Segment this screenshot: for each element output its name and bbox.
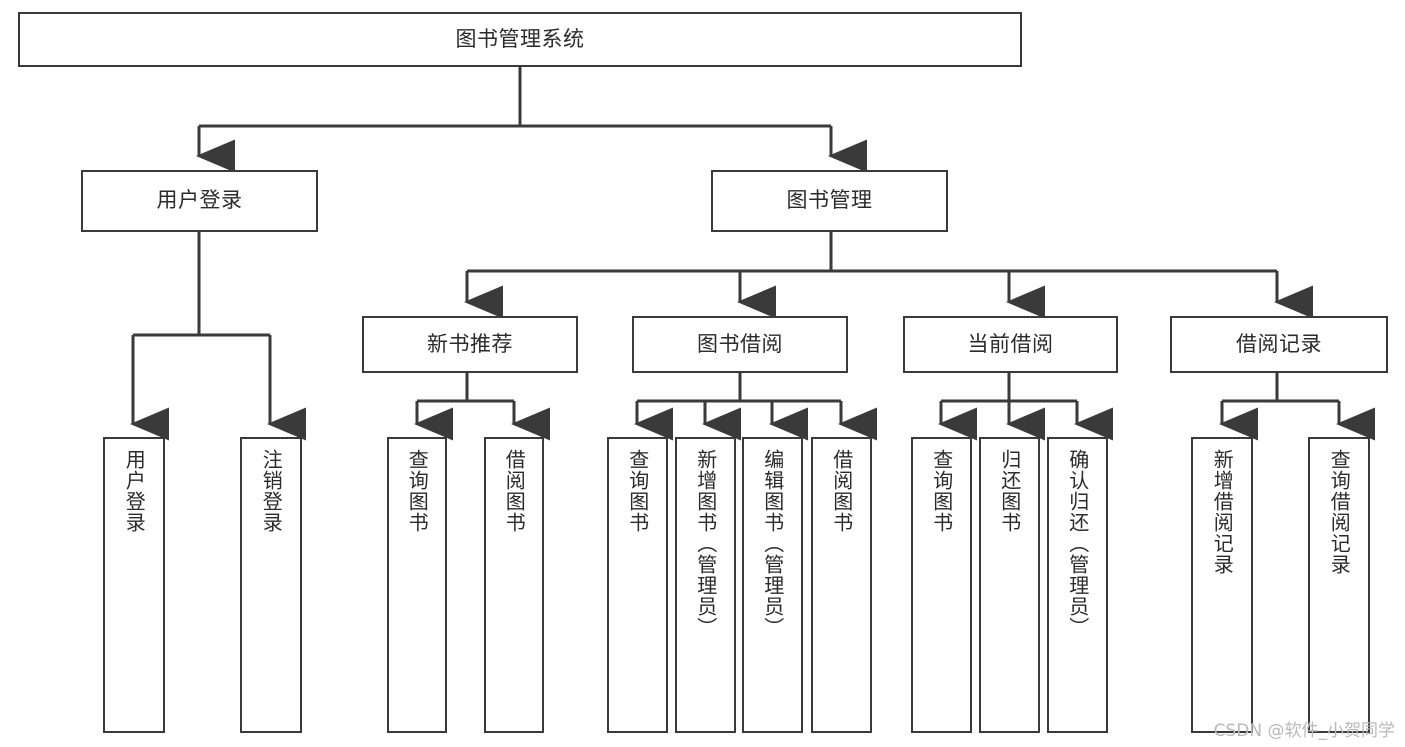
leaf-add-book-admin[interactable]: 新增图书（管理员） <box>675 437 736 733</box>
node-current-borrowing[interactable]: 当前借阅 <box>903 316 1118 373</box>
node-label: 查询图书 <box>405 449 430 533</box>
leaf-query-books-current[interactable]: 查询图书 <box>911 437 972 733</box>
node-label: 图书管理 <box>786 188 873 213</box>
node-label: 查询图书 <box>625 449 650 533</box>
leaf-add-borrow-record[interactable]: 新增借阅记录 <box>1191 437 1253 733</box>
node-label: 注销登录 <box>259 449 284 533</box>
node-label: 当前借阅 <box>967 331 1054 356</box>
leaf-query-books-borrow[interactable]: 查询图书 <box>607 437 668 733</box>
leaf-query-books-recommend[interactable]: 查询图书 <box>387 437 447 733</box>
node-new-book-recommendation[interactable]: 新书推荐 <box>362 316 578 373</box>
node-label: 借阅记录 <box>1236 331 1322 356</box>
node-borrow-records[interactable]: 借阅记录 <box>1170 316 1388 373</box>
node-user-login[interactable]: 用户登录 <box>81 170 318 232</box>
node-book-management[interactable]: 图书管理 <box>711 170 948 232</box>
node-label: 用户登录 <box>122 449 147 533</box>
node-label: 新书推荐 <box>427 331 513 356</box>
leaf-user-login[interactable]: 用户登录 <box>103 437 165 733</box>
leaf-logout[interactable]: 注销登录 <box>240 437 302 733</box>
node-label: 新增图书（管理员） <box>693 449 718 638</box>
node-label: 图书借阅 <box>697 331 783 356</box>
node-root-book-management-system[interactable]: 图书管理系统 <box>18 12 1022 67</box>
node-label: 归还图书 <box>997 449 1022 533</box>
node-label: 确认归还（管理员） <box>1065 449 1090 638</box>
node-label: 编辑图书（管理员） <box>760 449 785 638</box>
node-label: 图书管理系统 <box>455 26 585 51</box>
node-label: 新增借阅记录 <box>1210 449 1235 575</box>
node-label: 借阅图书 <box>502 449 527 533</box>
node-label: 用户登录 <box>156 188 243 213</box>
leaf-edit-book-admin[interactable]: 编辑图书（管理员） <box>742 437 803 733</box>
leaf-return-books[interactable]: 归还图书 <box>979 437 1040 733</box>
leaf-query-borrow-record[interactable]: 查询借阅记录 <box>1308 437 1370 733</box>
leaf-borrow-books-recommend[interactable]: 借阅图书 <box>484 437 544 733</box>
leaf-confirm-return-admin[interactable]: 确认归还（管理员） <box>1047 437 1108 733</box>
node-label: 查询图书 <box>929 449 954 533</box>
node-label: 查询借阅记录 <box>1327 449 1352 575</box>
node-label: 借阅图书 <box>829 449 854 533</box>
leaf-borrow-books[interactable]: 借阅图书 <box>811 437 872 733</box>
node-book-borrowing[interactable]: 图书借阅 <box>632 316 848 373</box>
